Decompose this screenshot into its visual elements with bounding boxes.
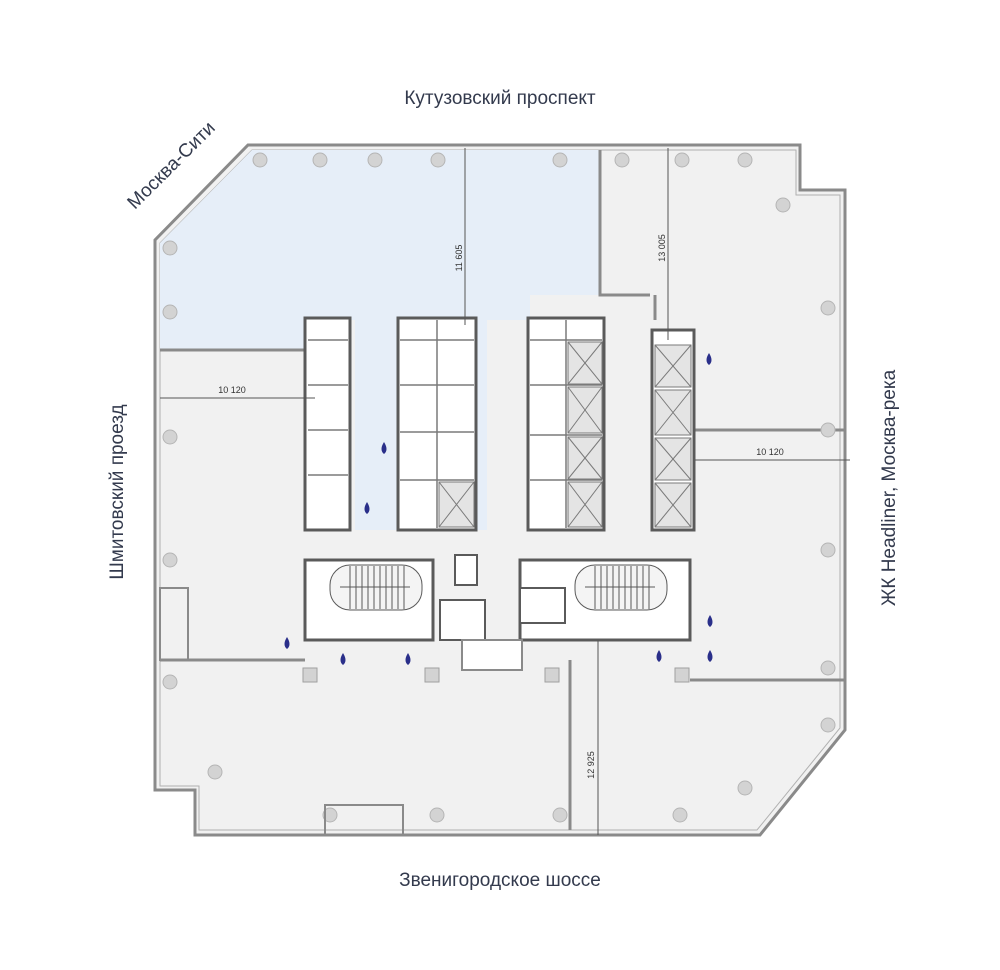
dimension-north-left: 11 605 <box>454 245 464 272</box>
dimension-west: 10 120 <box>218 385 246 395</box>
dimension-south: 12 925 <box>586 751 596 779</box>
highlighted-zone <box>160 150 600 530</box>
dimension-east: 10 120 <box>756 447 784 457</box>
stairs-icon <box>329 564 668 611</box>
small-rooms <box>159 587 404 836</box>
dimension-north-right: 13 005 <box>657 234 667 262</box>
column-circle-icon <box>162 152 836 823</box>
street-label-north: Кутузовский проспект <box>404 88 596 109</box>
square-column-icon <box>302 667 690 683</box>
street-label-south: Звенигородское шоссе <box>399 870 601 891</box>
shaft-grid <box>308 320 602 528</box>
dimension-lines <box>160 148 850 835</box>
elevator-x-icon <box>438 341 692 528</box>
water-drop-icon <box>284 353 713 665</box>
